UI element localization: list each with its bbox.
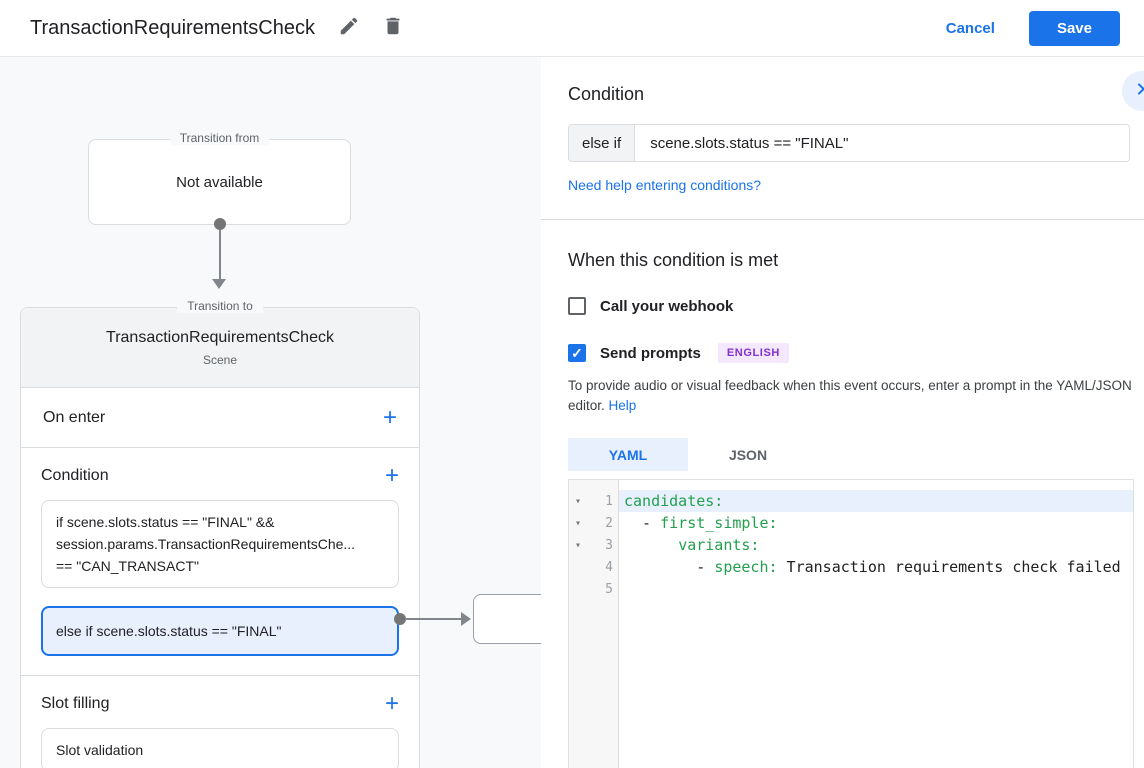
- yaml-plain: [624, 536, 678, 554]
- prompt-description-text: To provide audio or visual feedback when…: [568, 378, 1132, 413]
- webhook-label: Call your webhook: [600, 297, 734, 315]
- line-number: 4: [605, 559, 613, 575]
- code-line: variants:: [619, 534, 1133, 556]
- connector-dot: [214, 218, 226, 230]
- code-line: candidates:: [619, 490, 1133, 512]
- scene-node: Transition to TransactionRequirementsChe…: [20, 299, 420, 768]
- yaml-plain: -: [624, 514, 661, 532]
- yaml-editor[interactable]: ▾ 1 ▾ 2 ▾ 3 4 5: [568, 479, 1134, 768]
- line-number: 1: [605, 493, 613, 509]
- page-title: TransactionRequirementsCheck: [30, 16, 315, 39]
- check-icon: ✓: [571, 344, 583, 361]
- condition-section-label: Condition: [41, 467, 109, 484]
- code-line: - speech: Transaction requirements check…: [619, 556, 1133, 578]
- condition-expression-input[interactable]: [635, 125, 1129, 161]
- gutter-row: ▾ 3: [569, 534, 618, 556]
- condition-item[interactable]: if scene.slots.status == "FINAL" && sess…: [41, 500, 399, 588]
- transition-target-node[interactable]: [473, 594, 541, 644]
- on-enter-row[interactable]: On enter +: [21, 388, 419, 448]
- line-number: 2: [605, 515, 613, 531]
- scene-title: TransactionRequirementsCheck: [106, 328, 334, 346]
- collapse-panel-button[interactable]: [1122, 71, 1144, 111]
- transition-from-node[interactable]: Transition from Not available: [88, 131, 351, 225]
- transition-from-content: Not available: [176, 173, 263, 191]
- arrow-down-icon: [212, 279, 226, 289]
- conditions-help-link[interactable]: Need help entering conditions?: [568, 177, 762, 193]
- yaml-key: first_simple:: [660, 514, 778, 532]
- code-line: [619, 578, 1133, 600]
- tab-json[interactable]: JSON: [728, 446, 768, 463]
- send-prompts-checkbox[interactable]: ✓: [568, 344, 586, 362]
- arrow-right-icon: [461, 612, 471, 626]
- gutter-row: 5: [569, 578, 618, 600]
- condition-line: else if scene.slots.status == "FINAL": [56, 623, 282, 639]
- condition-prefix-label: else if: [569, 125, 636, 161]
- send-prompts-label: Send prompts: [600, 344, 701, 362]
- scene-subtitle: Scene: [202, 352, 238, 367]
- on-enter-label: On enter: [43, 408, 106, 426]
- transition-to-label: Transition to: [177, 299, 263, 313]
- save-button[interactable]: Save: [1028, 10, 1120, 46]
- flow-canvas: Transition from Not available Transition…: [0, 57, 541, 768]
- help-link[interactable]: Help: [608, 398, 637, 413]
- panel-title: Condition: [568, 84, 645, 104]
- chevron-right-icon: [1129, 77, 1144, 106]
- yaml-key: candidates:: [624, 492, 724, 510]
- slot-filling-section: Slot filling + Slot validation Transacti…: [21, 676, 419, 768]
- yaml-key: speech:: [714, 558, 778, 576]
- condition-panel: Condition else if Need help entering con…: [541, 57, 1144, 768]
- slot-filling-section-head: Slot filling +: [41, 692, 399, 716]
- condition-expression-row: else if: [568, 124, 1130, 162]
- condition-line: if scene.slots.status == "FINAL" &&: [56, 514, 275, 530]
- fold-arrow-icon[interactable]: ▾: [574, 517, 582, 529]
- editor-gutter: ▾ 1 ▾ 2 ▾ 3 4 5: [569, 480, 619, 768]
- trash-icon: [382, 15, 404, 42]
- condition-line: session.params.TransactionRequirementsCh…: [56, 536, 356, 552]
- cancel-button[interactable]: Cancel: [945, 19, 995, 37]
- webhook-checkbox[interactable]: [568, 297, 586, 315]
- prompt-description: To provide audio or visual feedback when…: [568, 376, 1134, 416]
- when-met-title: When this condition is met: [568, 250, 779, 270]
- fold-arrow-icon[interactable]: ▾: [574, 539, 582, 551]
- main-area: Transition from Not available Transition…: [0, 57, 1144, 768]
- add-condition-button[interactable]: +: [384, 462, 399, 489]
- language-badge: ENGLISH: [717, 343, 789, 363]
- transition-from-label: Transition from: [169, 131, 270, 145]
- condition-section: Condition + if scene.slots.status == "FI…: [21, 448, 419, 676]
- pencil-icon: [338, 15, 360, 42]
- gutter-row: ▾ 1: [569, 490, 618, 512]
- scene-header[interactable]: TransactionRequirementsCheck Scene: [21, 308, 419, 388]
- tab-yaml[interactable]: YAML: [568, 438, 688, 471]
- add-slot-button[interactable]: +: [384, 690, 399, 717]
- connector-line-horizontal: [405, 618, 462, 620]
- code-line: - first_simple:: [619, 512, 1133, 534]
- yaml-plain: -: [624, 558, 715, 576]
- slot-filling-label: Slot filling: [41, 695, 110, 712]
- condition-section-head: Condition +: [41, 464, 399, 488]
- connector-line-vertical: [219, 229, 221, 279]
- send-prompts-row: ✓ Send prompts ENGLISH: [568, 343, 1131, 363]
- fold-arrow-icon[interactable]: ▾: [574, 495, 582, 507]
- gutter-row: ▾ 2: [569, 512, 618, 534]
- line-number: 5: [605, 581, 613, 597]
- delete-button[interactable]: [381, 16, 405, 40]
- condition-line: == "CAN_TRANSACT": [56, 558, 199, 574]
- title-actions: [337, 16, 405, 40]
- editor-tabs: YAML JSON: [568, 438, 1131, 471]
- slot-validation-item[interactable]: Slot validation: [41, 728, 399, 768]
- line-number: 3: [605, 537, 613, 553]
- connector-dot[interactable]: [394, 613, 406, 625]
- yaml-plain: Transaction requirements check failed: [777, 558, 1121, 576]
- yaml-key: variants:: [678, 536, 760, 554]
- webhook-row: Call your webhook: [568, 297, 1131, 315]
- top-bar: TransactionRequirementsCheck Cancel Save: [0, 0, 1144, 57]
- edit-button[interactable]: [337, 16, 361, 40]
- condition-item-selected[interactable]: else if scene.slots.status == "FINAL": [41, 606, 399, 656]
- gutter-row: 4: [569, 556, 618, 578]
- add-on-enter-button[interactable]: +: [382, 403, 397, 431]
- editor-code-area[interactable]: candidates: - first_simple: variants: - …: [619, 480, 1133, 768]
- panel-divider: [541, 219, 1144, 220]
